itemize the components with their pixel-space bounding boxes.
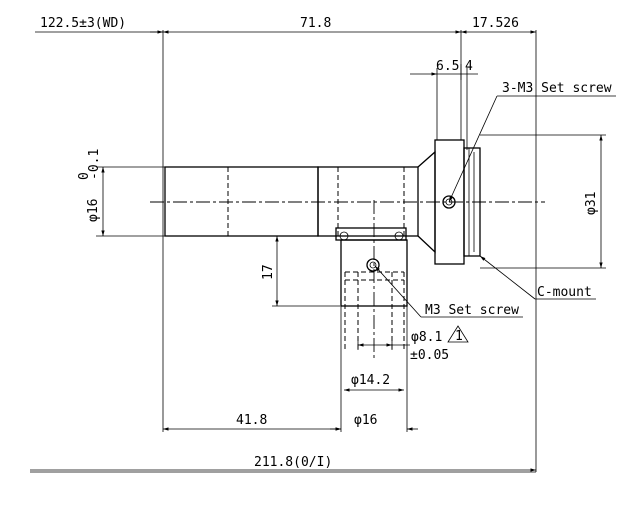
port-height-label: 17 xyxy=(261,264,276,280)
port-flange-label: φ16 xyxy=(354,413,377,428)
port-bore-label: φ8.1 xyxy=(411,330,442,345)
wd-label: 122.5±3(WD) xyxy=(40,16,126,31)
tube-tolerance-lower-label: -0.1 xyxy=(87,149,102,180)
tube-diameter-label: φ16 xyxy=(86,199,101,222)
mount-callout: C-mount xyxy=(537,285,592,300)
callout-labels: 3-M3 Set screw M3 Set screw C-mount xyxy=(425,81,612,318)
lower-offset-label: 41.8 xyxy=(236,413,267,428)
total-length-label: 211.8(0/I) xyxy=(254,455,332,470)
dimension-lines xyxy=(30,30,603,472)
port-bore-tolerance-label: ±0.05 xyxy=(410,348,449,363)
svg-text:1: 1 xyxy=(455,329,463,344)
lens-port xyxy=(335,227,408,350)
center-lines xyxy=(150,200,545,358)
mount-step-a-label: 6.5 xyxy=(436,59,459,74)
mount-step-b-label: 4 xyxy=(465,59,473,74)
revision-triangle-icon: 1 xyxy=(447,325,469,344)
mount-diameter-label: φ31 xyxy=(584,192,599,215)
callout-leaders xyxy=(374,95,616,318)
body-length-label: 71.8 xyxy=(300,16,331,31)
port-set-screw-icon xyxy=(366,258,380,272)
port-screw-callout: M3 Set screw xyxy=(425,303,519,318)
port-outer-label: φ14.2 xyxy=(351,373,390,388)
mount-length-label: 17.526 xyxy=(472,16,519,31)
set-screws-callout: 3-M3 Set screw xyxy=(502,81,612,96)
dimension-labels: 122.5±3(WD) 71.8 17.526 6.5 4 211.8(0/I)… xyxy=(40,16,599,470)
tube-tolerance-upper-label: 0 xyxy=(77,172,92,180)
